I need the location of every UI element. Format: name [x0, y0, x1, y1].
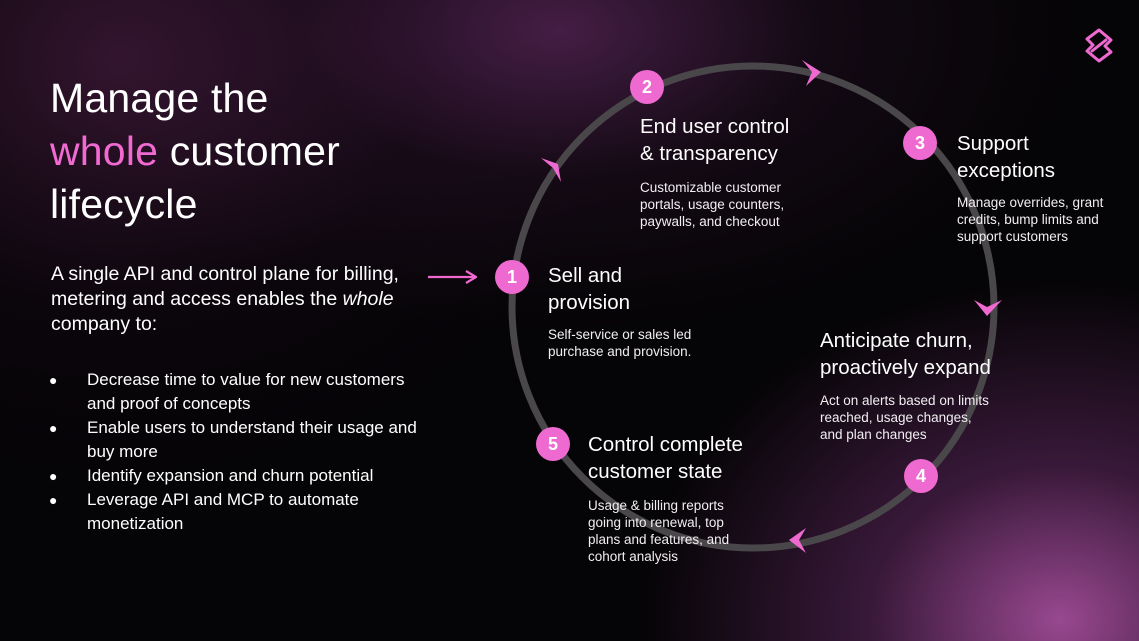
chevron-icon	[974, 300, 1002, 316]
benefit-list: ● Decrease time to value for new customer…	[49, 368, 429, 536]
list-item: ● Enable users to understand their usage …	[49, 416, 429, 464]
stage-end-user-control: End user control & transparency Customiz…	[640, 113, 789, 230]
headline-line-2: whole customer	[50, 125, 430, 178]
stage-title-line: exceptions	[957, 159, 1056, 182]
stage-desc-line: Usage & billing reports	[588, 498, 724, 513]
stage-desc-line: paywalls, and checkout	[640, 214, 780, 229]
chevron-icon	[789, 528, 806, 553]
stage-badge-2: 2	[630, 70, 664, 104]
brand-logo-icon	[1085, 28, 1113, 63]
stage-title-line: Control complete	[588, 433, 743, 456]
arrow-right-icon	[428, 270, 478, 284]
chevron-icon	[802, 60, 821, 86]
stage-title-line: Support	[957, 132, 1029, 155]
stage-desc-line: Act on alerts based on limits	[820, 393, 989, 408]
list-item-text: Identify expansion and churn potential	[87, 466, 374, 485]
stage-anticipate-churn: Anticipate churn, proactively expand Act…	[820, 327, 991, 443]
list-item-text: Enable users to understand their usage a…	[87, 418, 417, 461]
stage-desc-line: Self-service or sales led	[548, 327, 692, 342]
headline-line-2-rest: customer	[169, 128, 340, 174]
list-item-text: Leverage API and MCP to automate monetiz…	[87, 490, 359, 533]
list-item-text: Decrease time to value for new customers…	[87, 370, 405, 413]
headline-line-1: Manage the	[50, 75, 269, 121]
page-title: Manage the whole customer lifecycle	[50, 72, 430, 231]
stage-desc-line: Customizable customer	[640, 180, 782, 195]
stage-desc-line: support customers	[957, 229, 1069, 244]
stage-support-exceptions: Support exceptions Manage overrides, gra…	[957, 130, 1103, 245]
stage-desc-line: purchase and provision.	[548, 344, 692, 359]
list-item: ● Decrease time to value for new customer…	[49, 368, 429, 416]
stage-control-customer-state: Control complete customer state Usage & …	[588, 431, 743, 565]
headline-line-3: lifecycle	[50, 181, 198, 227]
stage-title-line: Sell and	[548, 264, 623, 287]
intro-emphasis: whole	[342, 288, 394, 310]
stage-title-line: proactively expand	[820, 356, 991, 379]
stage-desc-line: reached, usage changes,	[820, 410, 972, 425]
stage-title-line: End user control	[640, 115, 790, 138]
bullet-icon: ●	[49, 468, 58, 484]
stage-number-1: 1	[507, 267, 517, 287]
chevron-icon	[541, 158, 561, 182]
stage-badge-3: 3	[903, 126, 937, 160]
stage-desc-line: going into renewal, top	[588, 515, 724, 530]
stage-title-line: Anticipate churn,	[820, 329, 973, 352]
stage-badge-1: 1	[495, 260, 529, 294]
bullet-icon: ●	[49, 372, 58, 388]
stage-desc-line: credits, bump limits and	[957, 212, 1099, 227]
stage-desc-line: Manage overrides, grant	[957, 195, 1104, 210]
stage-title-line: provision	[548, 291, 631, 314]
list-item: ● Leverage API and MCP to automate moneti…	[49, 488, 429, 536]
stage-number-2: 2	[642, 77, 652, 97]
stage-sell-provision: Sell and provision Self-service or sales…	[548, 262, 691, 360]
bullet-icon: ●	[49, 492, 58, 508]
stage-title-line: & transparency	[640, 142, 778, 165]
stage-number-4: 4	[916, 466, 926, 486]
headline-accent-word: whole	[50, 128, 159, 174]
stage-number-3: 3	[915, 133, 925, 153]
intro-part-2: company to:	[51, 313, 158, 335]
stage-desc-line: cohort analysis	[588, 549, 679, 564]
stage-desc-line: portals, usage counters,	[640, 197, 785, 212]
stage-desc-line: plans and features, and	[588, 532, 730, 547]
stage-desc-line: and plan changes	[820, 427, 927, 442]
bullet-icon: ●	[49, 420, 58, 436]
stage-title-line: customer state	[588, 460, 723, 483]
stage-badge-5: 5	[536, 427, 570, 461]
intro-paragraph: A single API and control plane for billi…	[51, 262, 411, 337]
intro-part-1: A single API and control plane for billi…	[51, 263, 399, 310]
list-item: ● Identify expansion and churn potential	[49, 464, 429, 488]
stage-number-5: 5	[548, 434, 558, 454]
stage-badge-4: 4	[904, 459, 938, 493]
